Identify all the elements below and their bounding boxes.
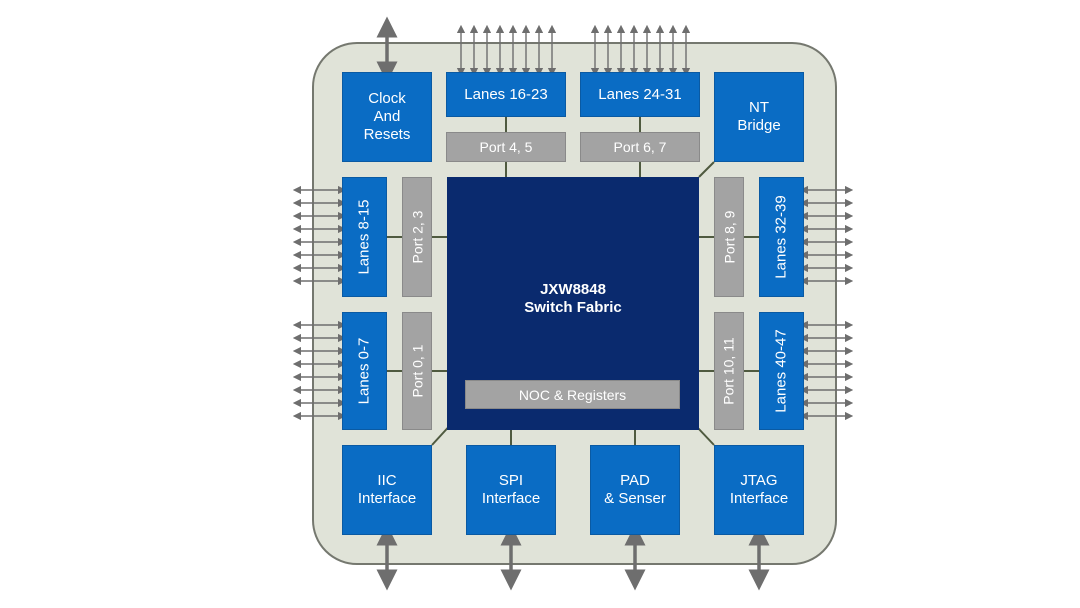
port-2-3-label: Port 2, 3 bbox=[409, 210, 426, 264]
lanes-16-23-block: Lanes 16-23 bbox=[446, 72, 566, 117]
lanes-32-39-label: Lanes 32-39 bbox=[772, 195, 790, 279]
port-0-1-block: Port 0, 1 bbox=[402, 312, 432, 430]
lanes-24-31-block: Lanes 24-31 bbox=[580, 72, 700, 117]
spi-interface-label: SPI Interface bbox=[481, 472, 541, 507]
switch-fabric-model: JXW8848 bbox=[540, 280, 606, 298]
lanes-8-15-label: Lanes 8-15 bbox=[355, 199, 373, 275]
lanes-40-47-label: Lanes 40-47 bbox=[772, 329, 790, 413]
lanes-16-23-label: Lanes 16-23 bbox=[464, 85, 548, 103]
iic-interface-block: IIC Interface bbox=[342, 445, 432, 535]
clock-and-resets-block: Clock And Resets bbox=[342, 72, 432, 162]
lanes-40-47-block: Lanes 40-47 bbox=[759, 312, 804, 430]
port-4-5-block: Port 4, 5 bbox=[446, 132, 566, 162]
port-2-3-block: Port 2, 3 bbox=[402, 177, 432, 297]
nt-bridge-connector bbox=[698, 161, 715, 178]
port-8-9-label: Port 8, 9 bbox=[721, 210, 738, 264]
port-6-7-block: Port 6, 7 bbox=[580, 132, 700, 162]
pad-senser-label: PAD & Senser bbox=[604, 472, 666, 507]
lanes-24-31-label: Lanes 24-31 bbox=[598, 85, 682, 103]
port-10-11-block: Port 10, 11 bbox=[714, 312, 744, 430]
port-6-7-label: Port 6, 7 bbox=[613, 139, 667, 155]
nt-bridge-label: NT Bridge bbox=[737, 99, 781, 134]
noc-registers-label: NOC & Registers bbox=[518, 386, 627, 403]
jtag-interface-label: JTAG Interface bbox=[729, 472, 789, 507]
lanes-0-7-label: Lanes 0-7 bbox=[355, 337, 373, 405]
lanes-0-7-block: Lanes 0-7 bbox=[342, 312, 387, 430]
lanes-32-39-block: Lanes 32-39 bbox=[759, 177, 804, 297]
iic-interface-label: IIC Interface bbox=[357, 472, 417, 507]
spi-interface-block: SPI Interface bbox=[466, 445, 556, 535]
noc-registers-block: NOC & Registers bbox=[465, 380, 680, 409]
port-10-11-label: Port 10, 11 bbox=[721, 337, 738, 405]
port-4-5-label: Port 4, 5 bbox=[479, 139, 533, 155]
port-0-1-label: Port 0, 1 bbox=[409, 344, 426, 398]
port-8-9-block: Port 8, 9 bbox=[714, 177, 744, 297]
clock-and-resets-label: Clock And Resets bbox=[363, 90, 411, 143]
io-arrows bbox=[292, 16, 854, 591]
lanes-8-15-block: Lanes 8-15 bbox=[342, 177, 387, 297]
nt-bridge-block: NT Bridge bbox=[714, 72, 804, 162]
switch-fabric-title: Switch Fabric bbox=[524, 298, 622, 316]
jtag-interface-block: JTAG Interface bbox=[714, 445, 804, 535]
pad-senser-block: PAD & Senser bbox=[590, 445, 680, 535]
